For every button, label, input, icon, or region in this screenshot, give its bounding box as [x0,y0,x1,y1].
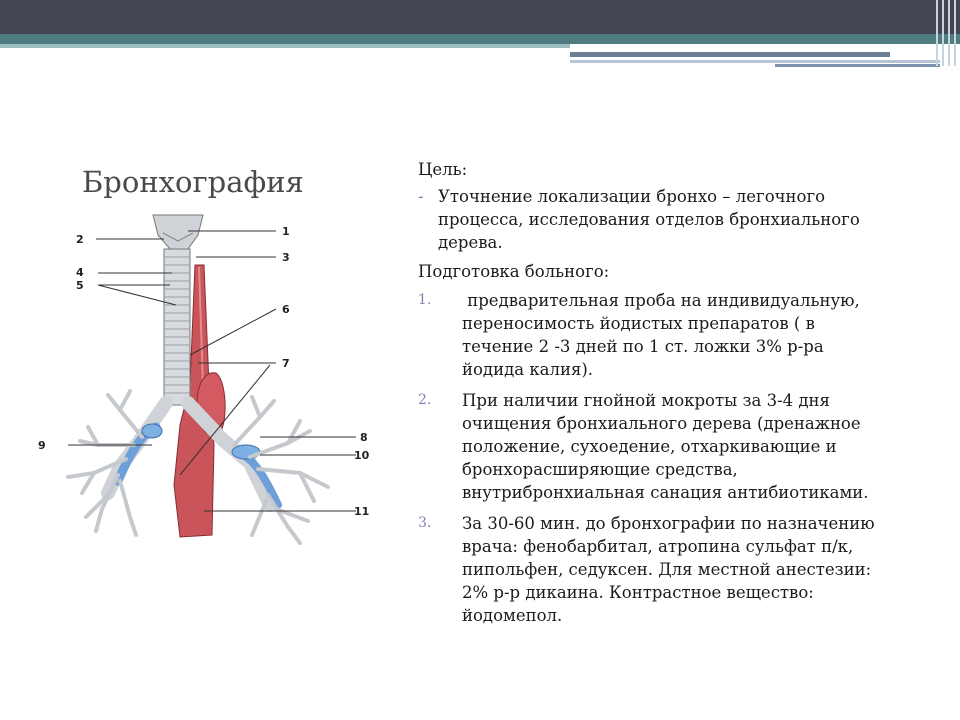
callout-label: 8 [360,431,368,444]
list-item: 2. При наличии гнойной мокроты за 3-4 дн… [418,389,888,504]
decor-bar [775,64,940,67]
list-number: 1. [418,292,432,308]
callout-label: 2 [76,233,84,246]
callout-label: 7 [282,357,290,370]
list-item-text: За 30-60 мин. до бронхографии по назначе… [462,514,875,625]
goal-text: Уточнение локализации бронхо – легочного… [438,187,860,252]
header-stripe-light [0,44,570,48]
header-stripe [0,34,960,44]
bronchial-tree-illustration [66,214,356,545]
callout-label: 10 [354,449,370,462]
figure-callouts: 1 2 3 4 5 6 7 8 9 10 11 [38,225,370,518]
callout-label: 1 [282,225,290,238]
decor-bar [570,60,940,63]
dash-marker: - [418,187,424,206]
goal-heading: Цель: [418,160,468,179]
list-item-text: При наличии гнойной мокроты за 3-4 дня о… [462,391,869,502]
bronchial-tree-figure: 1 2 3 4 5 6 7 8 9 10 11 [38,205,383,550]
callout-label: 6 [282,303,290,316]
decor-rails [932,0,960,66]
callout-label: 5 [76,279,84,292]
header-band [0,0,960,36]
list-item: 1. предварительная проба на индивидуальн… [418,289,888,381]
preparation-heading: Подготовка больного: [418,262,610,281]
list-item: 3. За 30-60 мин. до бронхографии по назн… [418,512,888,627]
callout-label: 11 [354,505,369,518]
list-item-text: предварительная проба на индивидуальную,… [462,291,866,379]
list-number: 3. [418,515,432,531]
content-block: Цель: - Уточнение локализации бронхо – л… [418,158,888,635]
goal-item: - Уточнение локализации бронхо – легочно… [418,185,888,254]
callout-label: 9 [38,439,46,452]
callout-label: 3 [282,251,290,264]
callout-label: 4 [76,266,84,279]
list-number: 2. [418,392,432,408]
slide-title: Бронхография [82,165,304,199]
decor-bar [570,52,890,57]
